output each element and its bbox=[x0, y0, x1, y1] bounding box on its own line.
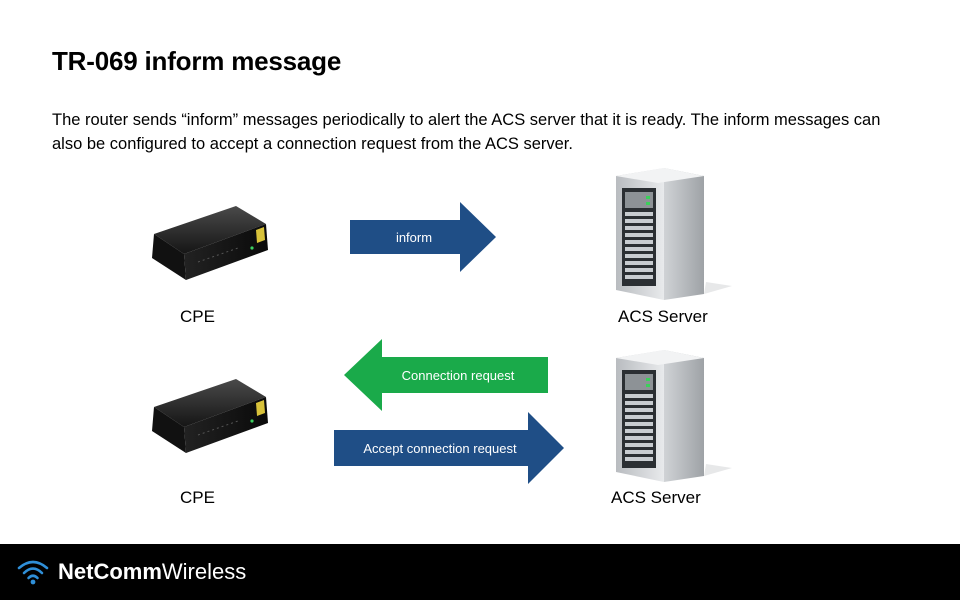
connection-request-arrow: Connection request bbox=[344, 339, 548, 411]
acs-server-icon bbox=[614, 166, 734, 305]
accept-connection-arrow: Accept connection request bbox=[334, 412, 564, 484]
acs-server-label: ACS Server bbox=[611, 488, 701, 507]
footer-bar: NetCommWireless bbox=[0, 544, 960, 600]
acs-server-icon bbox=[614, 348, 734, 487]
brand-name: NetCommWireless bbox=[58, 559, 246, 585]
connection-request-label: Connection request bbox=[401, 367, 515, 383]
brand-name-bold: NetComm bbox=[58, 559, 162, 584]
inform-arrow-label: inform bbox=[395, 229, 433, 245]
slide-title: TR-069 inform message bbox=[52, 46, 342, 76]
inform-arrow: inform bbox=[350, 202, 496, 272]
cpe-router-icon bbox=[148, 377, 274, 462]
slide-body-text: The router sends “inform” messages perio… bbox=[52, 111, 881, 153]
accept-connection-label: Accept connection request bbox=[363, 440, 517, 456]
cpe-label: CPE bbox=[180, 488, 215, 507]
brand-name-light: Wireless bbox=[161, 559, 247, 584]
cpe-router-icon bbox=[148, 204, 274, 289]
netcomm-wireless-logo: NetCommWireless bbox=[16, 554, 246, 590]
wifi-signal-icon bbox=[16, 555, 50, 590]
cpe-label: CPE bbox=[180, 307, 215, 326]
acs-server-label: ACS Server bbox=[618, 307, 708, 326]
